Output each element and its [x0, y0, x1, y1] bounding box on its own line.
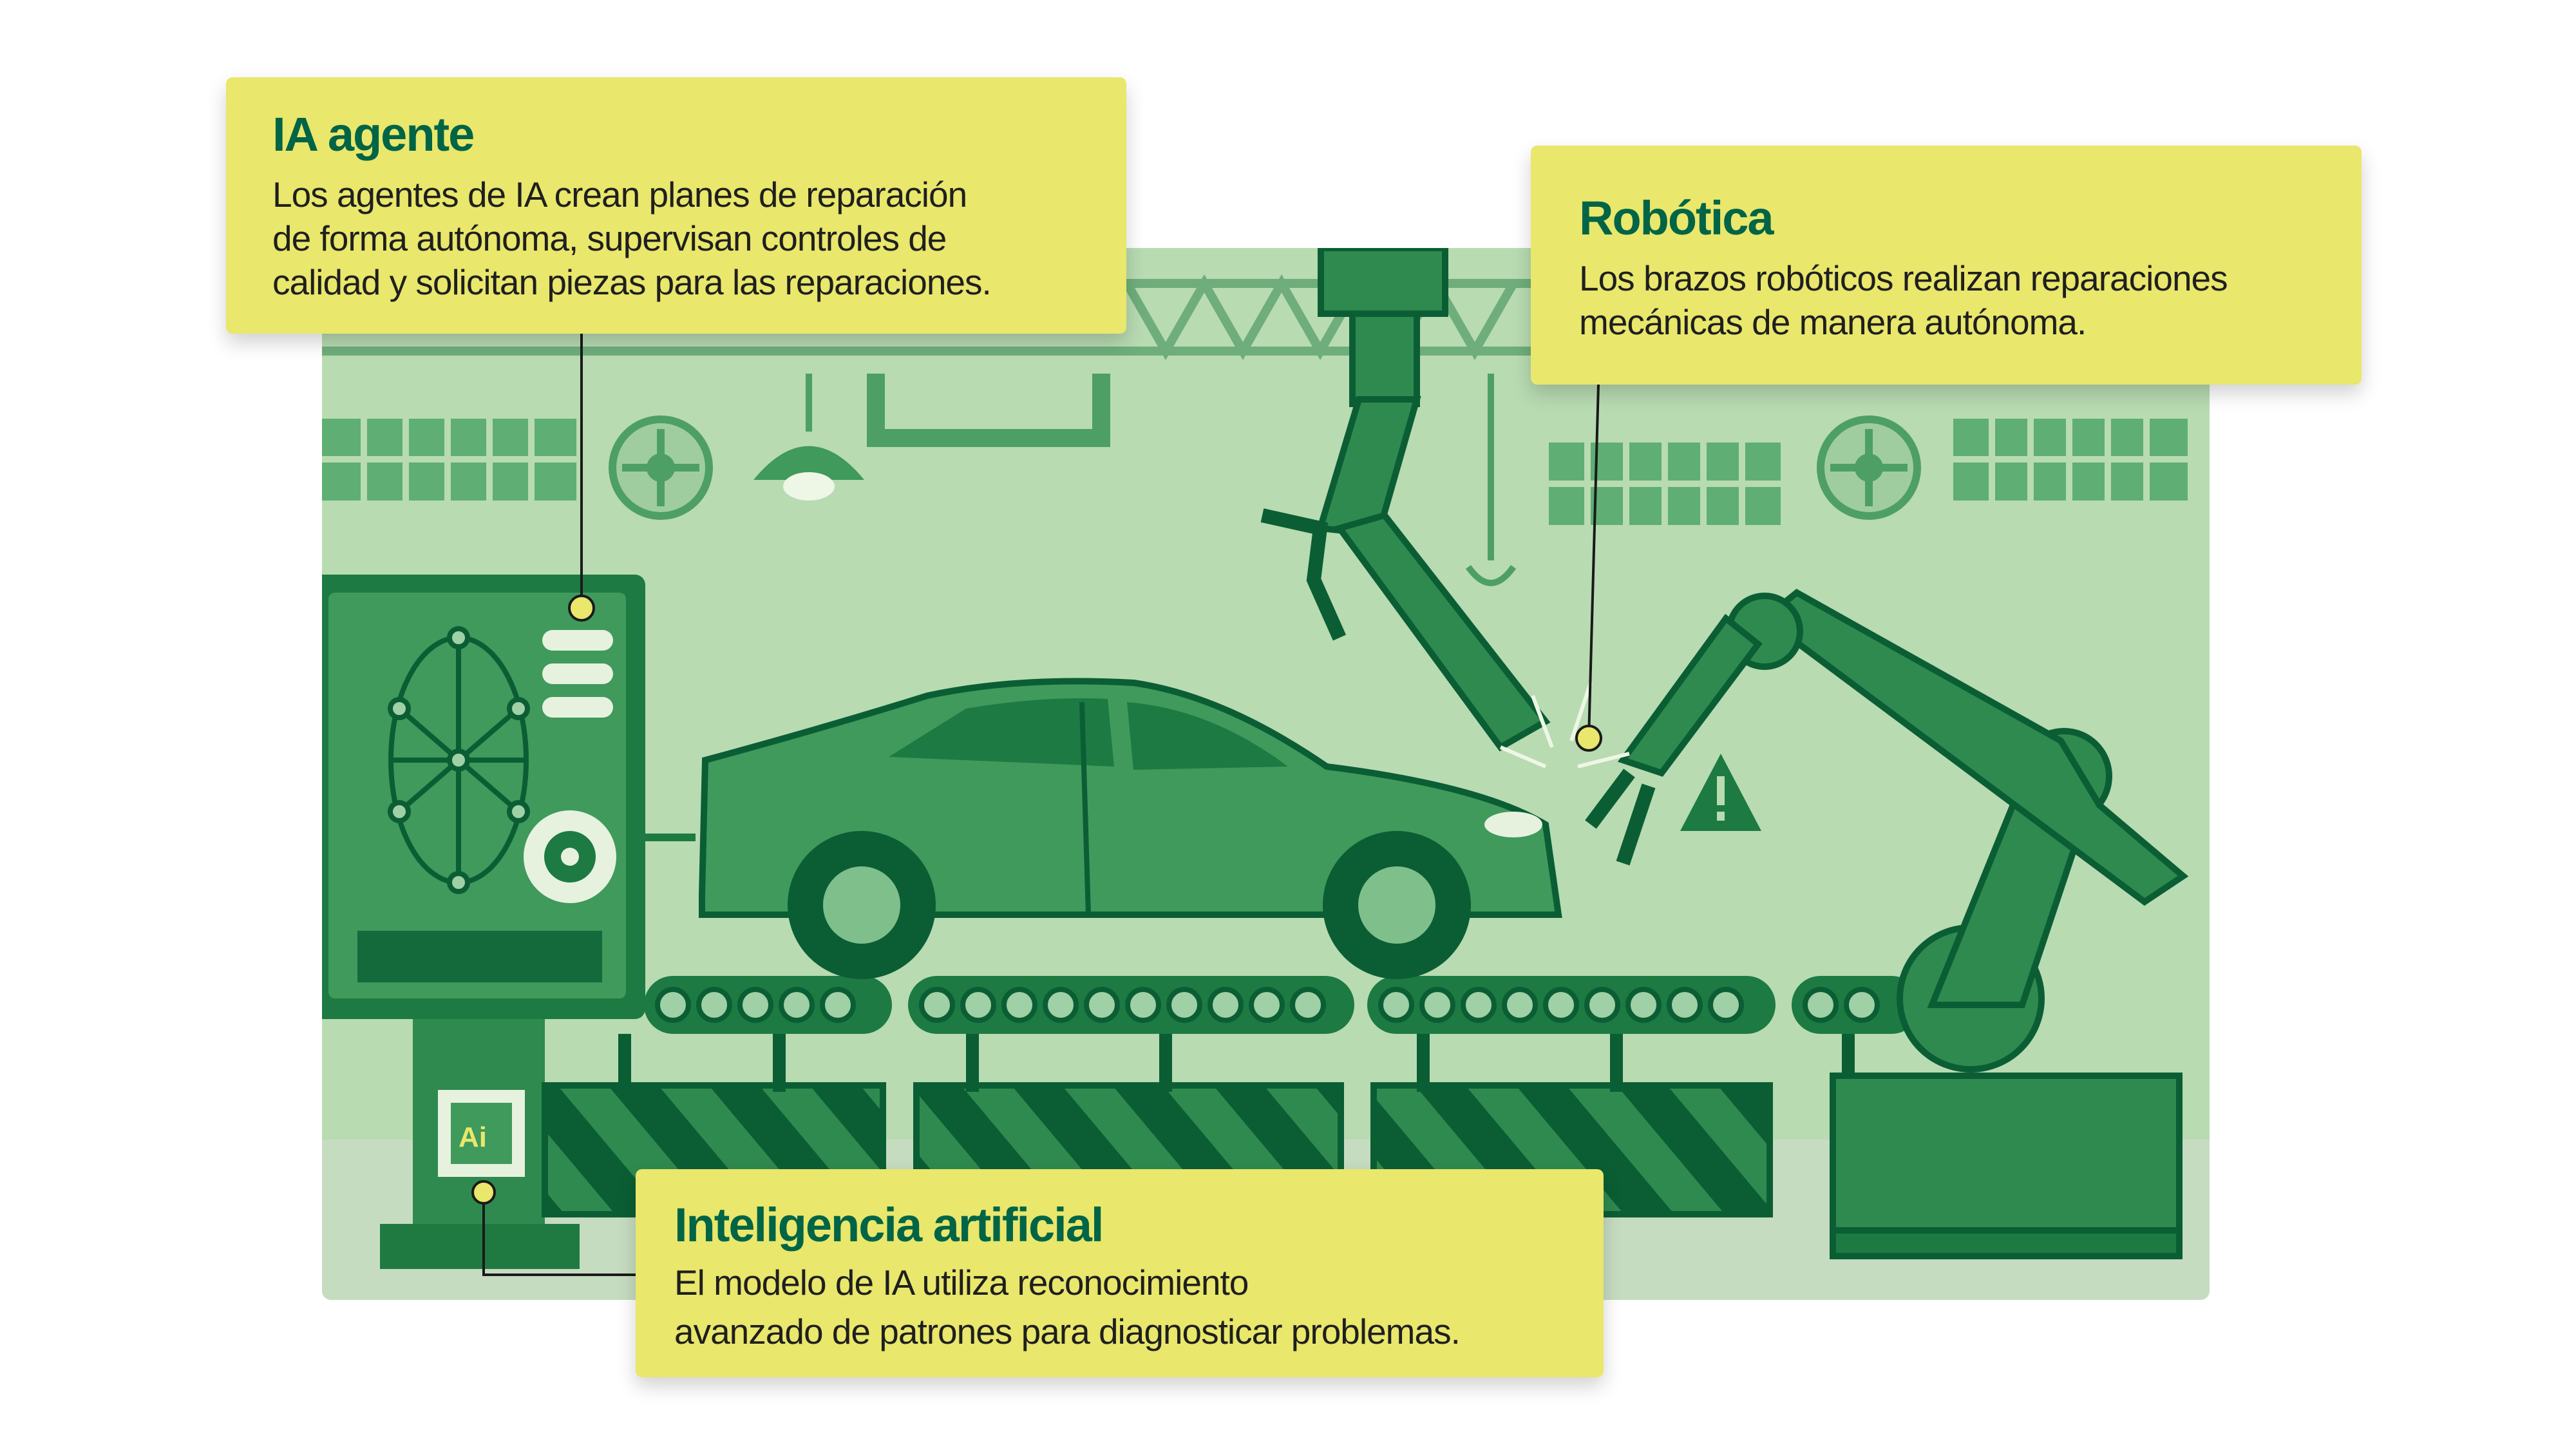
ai-computer-terminal: Ai — [322, 575, 645, 1269]
roller — [1584, 987, 1620, 1023]
callout-body: Los brazos robóticos realizan reparacion… — [1579, 258, 2228, 342]
roller — [1001, 987, 1037, 1023]
roller — [1249, 987, 1285, 1023]
callout-artificial-intelligence: Inteligencia artificial El modelo de IA … — [636, 1169, 1604, 1377]
roller — [1803, 987, 1839, 1023]
fan-icon — [1817, 415, 1921, 520]
roller — [1502, 987, 1538, 1023]
roller — [1461, 987, 1497, 1023]
roller — [1419, 987, 1455, 1023]
callout-robotics: Robótica Los brazos robóticos realizan r… — [1531, 146, 2362, 385]
roller — [960, 987, 996, 1023]
roller — [655, 987, 691, 1023]
callout-agent-ai: IA agente Los agentes de IA crean planes… — [226, 77, 1126, 334]
fan-icon — [609, 415, 713, 520]
roller — [737, 987, 773, 1023]
ai-chip-icon: Ai — [438, 1090, 525, 1177]
roller — [1543, 987, 1579, 1023]
hanging-chain — [1465, 374, 1517, 586]
callout-title: Robótica — [1579, 191, 1774, 245]
roller — [1844, 987, 1880, 1023]
roller — [1625, 987, 1662, 1023]
marker-dot-ai — [471, 1180, 496, 1205]
car — [699, 678, 1562, 979]
ceiling-robot-arm — [1260, 248, 1551, 752]
welding-sparks-icon — [1499, 682, 1630, 768]
marker-dot-robotics — [1575, 725, 1602, 752]
callout-body: Los agentes de IA crean planes de repara… — [272, 175, 992, 302]
roller — [1378, 987, 1414, 1023]
car-wheel — [1323, 831, 1471, 979]
disc-icon — [524, 810, 616, 903]
roller — [1290, 987, 1326, 1023]
warning-triangle-icon — [1680, 754, 1761, 831]
car-wheel — [788, 831, 936, 979]
roller — [1166, 987, 1202, 1023]
callout-title: Inteligencia artificial — [674, 1198, 1104, 1252]
ceiling-bracket — [867, 374, 1110, 447]
roller — [1208, 987, 1244, 1023]
roller — [779, 987, 815, 1023]
chip-label: Ai — [459, 1121, 487, 1153]
callout-body: El modelo de IA utiliza reconocimiento a… — [674, 1263, 1461, 1351]
roller — [1667, 987, 1703, 1023]
industrial-robot-arm — [1585, 588, 2189, 1259]
marker-dot-agent-ai — [568, 595, 595, 622]
roller — [1084, 987, 1120, 1023]
leader-lines — [482, 334, 1600, 1276]
roller — [1043, 987, 1079, 1023]
conveyor-rollers — [655, 987, 1880, 1023]
roller — [919, 987, 955, 1023]
callout-title: IA agente — [272, 108, 475, 161]
neural-network-icon — [388, 626, 530, 894]
roller — [820, 987, 856, 1023]
roller — [1125, 987, 1161, 1023]
ceiling-lamp-icon — [753, 374, 864, 501]
roller — [1708, 987, 1744, 1023]
roller — [696, 987, 732, 1023]
